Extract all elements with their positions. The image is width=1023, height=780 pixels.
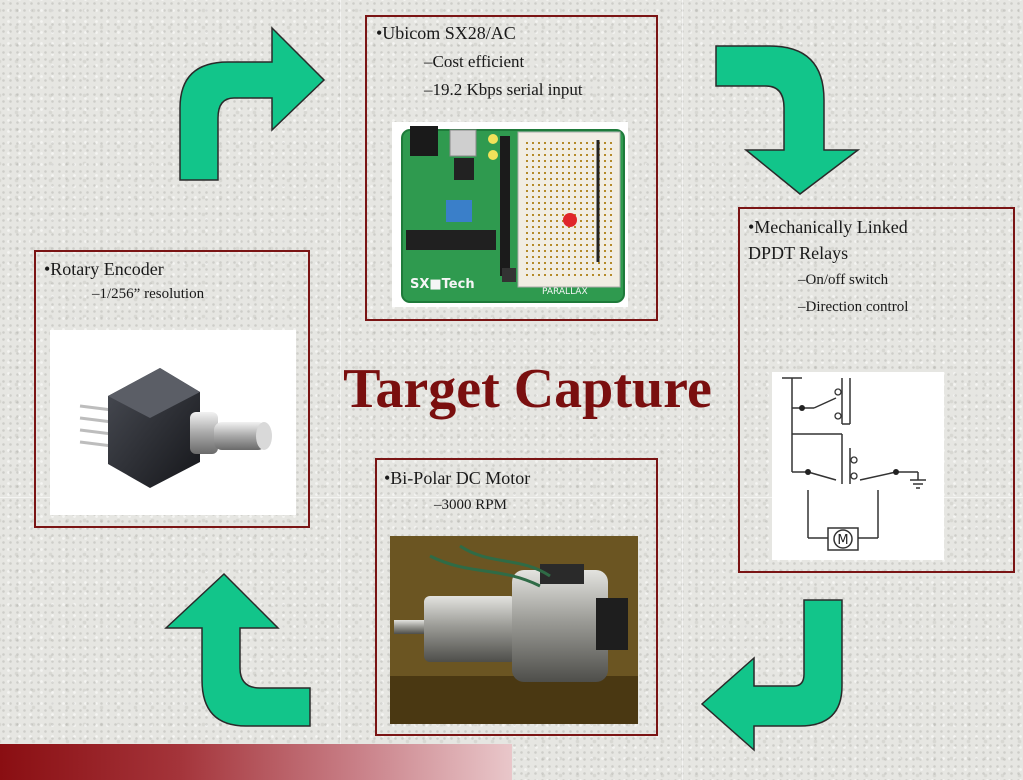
motor-heading: •Bi-Polar DC Motor [384, 468, 531, 488]
board-brand: PARALLAX [542, 287, 588, 297]
microcontroller-point: –Cost efficient [424, 52, 525, 71]
curved-arrow-down-left-icon [700, 599, 843, 752]
relays-box [738, 207, 1015, 573]
curved-arrow-right-down-icon [715, 45, 861, 195]
background-seam [0, 497, 1023, 498]
background-seam [682, 0, 683, 780]
relays-heading-line2: DPDT Relays [748, 243, 849, 263]
encoder-point: –1/256” resolution [92, 286, 205, 302]
curved-arrow-up-right-icon [179, 26, 326, 181]
relays-point: –Direction control [798, 299, 909, 315]
background-seam [340, 0, 341, 780]
microcontroller-board-photo: SX■Tech PARALLAX [392, 122, 628, 307]
relays-point: –On/off switch [798, 272, 889, 288]
relays-heading-line1: •Mechanically Linked [748, 217, 908, 237]
board-label: SX■Tech [410, 277, 475, 292]
motor-symbol: M [837, 533, 848, 548]
relay-schematic: M [772, 372, 944, 560]
slide-title: Target Capture [343, 358, 712, 420]
microcontroller-box [365, 15, 658, 321]
encoder-box [34, 250, 310, 528]
footer-accent-bar [0, 744, 512, 780]
microcontroller-point: –19.2 Kbps serial input [424, 80, 583, 99]
motor-box [375, 458, 658, 736]
motor-point: –3000 RPM [434, 497, 507, 513]
dc-motor-photo [390, 536, 638, 724]
rotary-encoder-photo [50, 330, 296, 515]
encoder-heading: •Rotary Encoder [44, 259, 164, 279]
curved-arrow-left-up-icon [164, 572, 311, 727]
microcontroller-heading: •Ubicom SX28/AC [376, 23, 516, 43]
